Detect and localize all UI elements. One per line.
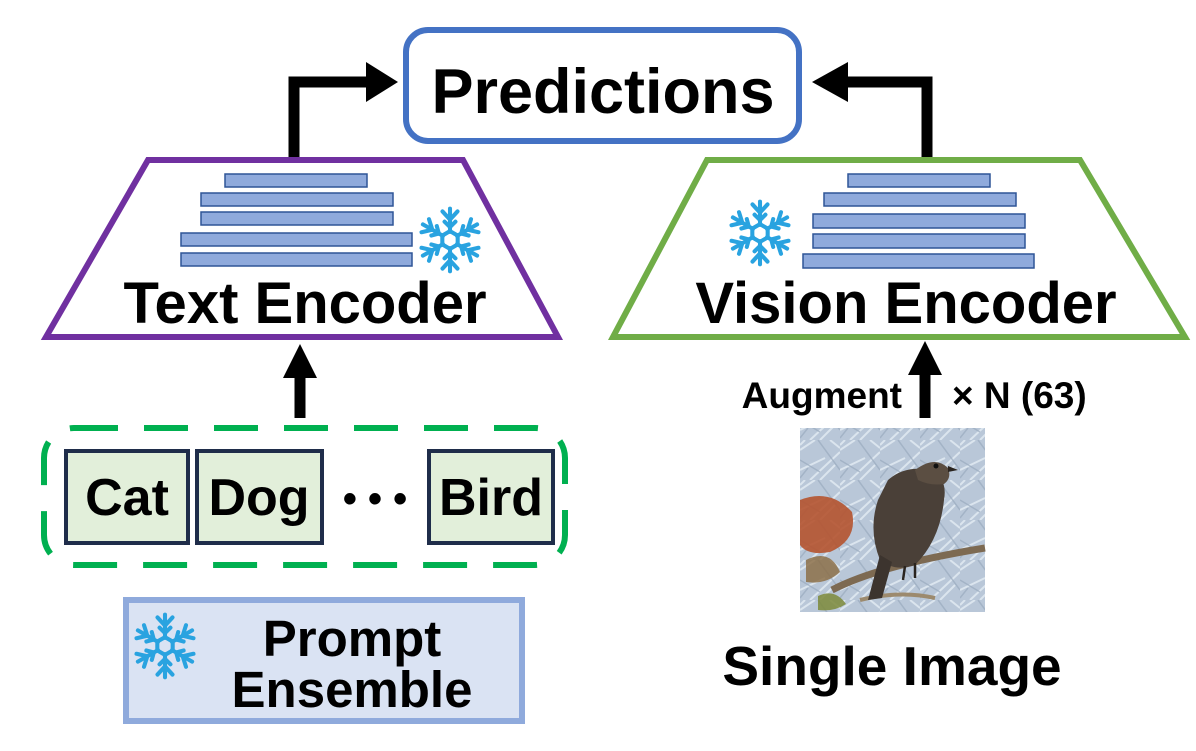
augment-label: Augment [742, 375, 902, 416]
layer-bar [200, 192, 394, 207]
prompts-to-text-encoder-arrow [283, 344, 317, 418]
augment-multiplier: × N (63) [952, 375, 1087, 416]
text-to-predictions-arrow [288, 62, 398, 160]
class-prompts-group: Cat Dog • • • Bird [41, 425, 568, 568]
text-encoder: Text Encoder [40, 157, 564, 340]
layer-bar [847, 173, 991, 188]
layer-bar [224, 173, 368, 188]
class-box-cat: Cat [64, 449, 190, 545]
layer-bar [180, 232, 413, 247]
layer-bar [200, 211, 394, 226]
class-label: Bird [439, 469, 543, 527]
class-ellipsis: • • • [343, 477, 407, 521]
vision-encoder: Vision Encoder [608, 157, 1191, 340]
class-label: Cat [85, 469, 169, 527]
class-box-bird: Bird [427, 449, 555, 545]
prompt-ensemble-line1: Prompt [263, 610, 442, 667]
vision-encoder-label: Vision Encoder [695, 271, 1116, 336]
vision-to-predictions-arrow [812, 62, 933, 160]
text-encoder-layers [180, 173, 413, 267]
layer-bar [802, 253, 1035, 269]
layer-bar [180, 252, 413, 267]
predictions-box: Predictions [403, 27, 802, 144]
predictions-label: Predictions [431, 57, 774, 127]
bird-photo-icon [800, 461, 986, 611]
input-image: Single Image [722, 428, 1062, 697]
single-image-caption: Single Image [722, 635, 1061, 697]
vision-encoder-layers [802, 173, 1035, 269]
prompt-ensemble-line2: Ensemble [232, 661, 473, 718]
class-label: Dog [208, 469, 309, 527]
prompt-ensemble-box: Prompt Ensemble [123, 597, 525, 724]
augment-arrow [908, 341, 942, 418]
layer-bar [812, 233, 1026, 249]
layer-bar [823, 192, 1017, 207]
class-box-dog: Dog [195, 449, 324, 545]
layer-bar [812, 213, 1026, 229]
text-encoder-label: Text Encoder [123, 271, 486, 336]
